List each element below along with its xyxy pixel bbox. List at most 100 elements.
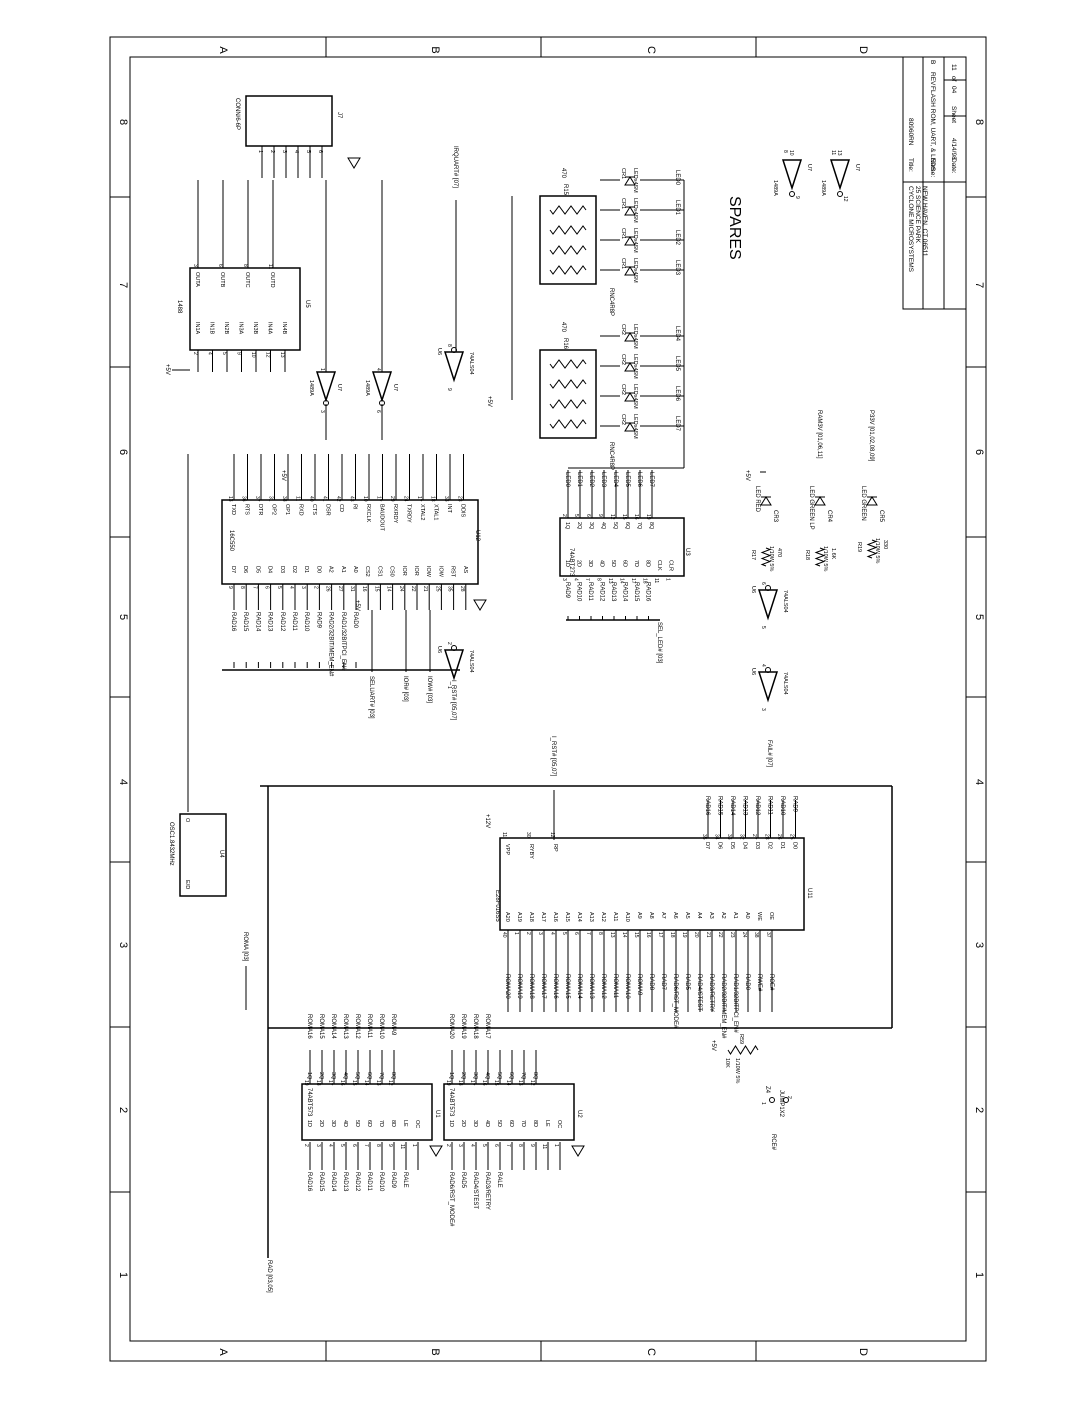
uart-left-pin: CS1 <box>376 566 382 577</box>
status-resistor-ref: R18 <box>804 550 810 560</box>
line-driver-output-num: 3 <box>192 264 198 267</box>
row-label-right-3: 3 <box>973 942 985 948</box>
uart-right-num: 24 <box>403 496 409 502</box>
latch-output-pin: 1Q <box>448 1072 454 1080</box>
flash-addr-net: RAD3/RETRY <box>708 974 714 1012</box>
led-latch-input-num: 14 <box>619 578 625 584</box>
led-array-net: LED4 <box>674 326 680 342</box>
net-sel-led: SEL_LED# [03] <box>656 622 662 664</box>
uart-right-pin: XTAL2 <box>419 504 425 520</box>
power-5v-label: +5V <box>710 1040 716 1051</box>
flash-addr-pin: A18 <box>528 912 534 922</box>
flash-addr-num: 18 <box>669 932 675 938</box>
uart-data-net: RAD0 <box>352 612 358 629</box>
uart-right-num: 13 <box>227 496 233 502</box>
resistor-pack-element <box>549 359 587 369</box>
spare-type: 1489A <box>772 180 778 196</box>
net-roma-bus: ROMA [03] <box>242 932 248 962</box>
inversion-bubble <box>765 585 771 591</box>
inverter-ref: U6 <box>750 586 756 593</box>
uart-left-pin: AS <box>462 566 468 574</box>
line-driver-input-pin: IN1A <box>194 322 200 335</box>
uart-left-pin: D3 <box>279 566 285 573</box>
uart-left-pin: CS2 <box>364 566 370 577</box>
company-line-1: CYCLONE MICROSYSTEMS <box>907 186 914 273</box>
receiver-u7-icon <box>315 371 337 403</box>
status-led-net: RAM3V [01,06,11] <box>816 410 822 459</box>
led-array-ref: CR1 <box>620 198 626 209</box>
connector-pin-number: 5 <box>305 150 311 153</box>
latch-input-num: 9 <box>387 1144 393 1147</box>
receiver-pin: 3 <box>319 410 325 413</box>
latch-input-num: 8 <box>375 1144 381 1147</box>
uart-left-num: 27 <box>337 586 343 592</box>
line-driver-u5 <box>189 267 301 351</box>
flash-data-pin: D4 <box>742 842 748 849</box>
uart-right-pin: DTR <box>257 504 263 515</box>
latch-output-num: 19 <box>303 1080 309 1086</box>
flash-data-num: 34 <box>714 834 720 840</box>
company-line-2: 25 SCIENCE PARK <box>914 186 921 244</box>
flash-data-net: RAD13 <box>742 796 748 816</box>
row-label-right-6: 6 <box>973 449 985 455</box>
latch-output-pin: 3Q <box>330 1072 336 1080</box>
led-array-icon <box>624 176 636 186</box>
flash-data-pin: D1 <box>779 842 785 849</box>
uart-right-num: 29 <box>389 496 395 502</box>
led-latch-output-pin: 2Q <box>576 522 582 530</box>
latch-ref: U1 <box>434 1110 440 1118</box>
led-latch-output-pin: 4Q <box>600 522 606 530</box>
resistor-pack <box>539 349 597 439</box>
resistor-pack-element <box>549 379 587 389</box>
latch-input-pin: 3D <box>472 1120 478 1127</box>
led-latch-output-num: 19 <box>645 514 651 520</box>
uart-right-num: 18 <box>430 496 436 502</box>
latch-output-num: 18 <box>457 1080 463 1086</box>
flash-addr-num: 15 <box>633 932 639 938</box>
latch-output-num: 15 <box>351 1080 357 1086</box>
inverter-pin: 1 <box>446 686 452 689</box>
uart-right-num: 10 <box>362 496 368 502</box>
flash-addr-net: ROMA9 <box>636 974 642 996</box>
led-out-net: LED7 <box>648 472 654 488</box>
latch-input-num: 7 <box>363 1144 369 1147</box>
resistor-pack-element <box>549 225 587 235</box>
col-label-bottom-c: C <box>645 1348 657 1356</box>
flash-ref: U11 <box>806 888 812 899</box>
latch-input-num: 9 <box>529 1144 535 1147</box>
latch-input-num: 8 <box>517 1144 523 1147</box>
latch-output-net: ROMA10 <box>378 1014 384 1039</box>
inversion-bubble <box>837 191 843 197</box>
latch-input-pin: 4D <box>342 1120 348 1127</box>
latch-output-net: ROMA13 <box>342 1014 348 1039</box>
power-5v-label: +5V <box>354 600 360 611</box>
connector-type: CONN/6-6P <box>234 98 240 130</box>
flash-addr-pin: A14 <box>576 912 582 922</box>
uart-right-pin: TXRDY <box>406 504 412 523</box>
jumper-resistor-tol: 1/10W 5% <box>734 1058 740 1083</box>
uart-ref: U12 <box>474 530 480 542</box>
oscillator-ref: U4 <box>218 850 224 858</box>
uart-left-pin: A1 <box>340 566 346 573</box>
spare-type: 1489A <box>820 180 826 196</box>
latch-input-pin: 3D <box>330 1120 336 1127</box>
inverter-u6-icon <box>757 589 779 621</box>
uart-left-num: 25 <box>434 586 440 592</box>
rev-label: REV <box>929 72 936 86</box>
latch-input-net: RAD6/RST_MODE# <box>448 1172 454 1227</box>
latch-output-num: 15 <box>493 1080 499 1086</box>
line-driver-output-num: 8 <box>242 264 248 267</box>
led-out-net: LED1 <box>576 472 582 488</box>
led-latch-output-pin: 8Q <box>648 522 654 530</box>
spare-pin: 10 <box>788 150 794 156</box>
uart-left-pin: IOR <box>413 566 419 576</box>
led-array-icon <box>624 332 636 342</box>
latch-input-net: RAD3/RETRY <box>484 1172 490 1210</box>
inverter-pin: 6 <box>760 582 766 585</box>
led-array-type: LEDx4SM <box>632 198 638 223</box>
uart-right-num: 11 <box>295 496 301 501</box>
flash-addr-net: RAD0 <box>744 974 750 991</box>
status-led-ref: CR5 <box>878 510 884 523</box>
uart-left-num: 28 <box>459 586 465 592</box>
